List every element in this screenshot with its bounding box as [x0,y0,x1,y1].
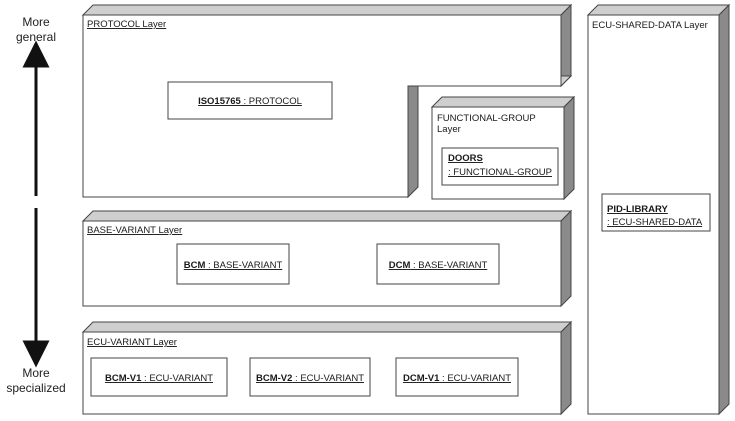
dcm-v1-instance: DCM-V1 : ECU-VARIANT [395,357,519,397]
doors-instance: DOORS : FUNCTIONAL-GROUP [441,147,559,186]
bcm-name: BCM [184,260,206,271]
bcm-v1-name: BCM-V1 [105,373,142,384]
dcm-type: : BASE-VARIANT [410,260,487,271]
svg-text:ISO15765 : PROTOCOL: ISO15765 : PROTOCOL [198,96,302,107]
bcm-v2-instance: BCM-V2 : ECU-VARIANT [249,357,371,397]
bcm-type: : BASE-VARIANT [205,260,282,271]
svg-text:DCM-V1 : ECU-VARIANT: DCM-V1 : ECU-VARIANT [403,373,511,384]
iso15765-type: : PROTOCOL [241,96,302,107]
ecu-shared-data-layer-label: ECU-SHARED-DATA Layer [592,20,708,31]
iso15765-instance: ISO15765 : PROTOCOL [167,81,333,120]
svg-text:BCM-V2 : ECU-VARIANT: BCM-V2 : ECU-VARIANT [256,373,364,384]
dcm-name: DCM [389,260,411,271]
axis-top-line1: More [22,15,50,29]
bcm-v2-name: BCM-V2 [256,373,292,384]
pid-library-type: : ECU-SHARED-DATA [607,217,703,228]
dcm-v1-name: DCM-V1 [403,373,440,384]
axis-top-line2: general [16,30,56,44]
bcm-instance: BCM : BASE-VARIANT [176,243,290,285]
generality-axis: More general More specialized [6,15,65,395]
doors-type: : FUNCTIONAL-GROUP [448,167,552,178]
svg-text:BCM-V1 : ECU-VARIANT: BCM-V1 : ECU-VARIANT [105,373,213,384]
dcm-v1-type: : ECU-VARIANT [439,373,511,384]
axis-bottom-line2: specialized [6,381,65,395]
pid-library-instance: PID-LIBRARY : ECU-SHARED-DATA [601,193,711,232]
bcm-v1-instance: BCM-V1 : ECU-VARIANT [90,357,228,397]
protocol-layer-label: PROTOCOL Layer [87,19,166,30]
svg-text:BCM : BASE-VARIANT: BCM : BASE-VARIANT [184,260,283,271]
functional-group-layer-label-line1: FUNCTIONAL-GROUP [437,113,536,124]
dcm-instance: DCM : BASE-VARIANT [376,243,500,285]
functional-group-layer-label-line2: Layer [437,124,461,135]
base-variant-layer-label: BASE-VARIANT Layer [87,225,182,236]
bcm-v1-type: : ECU-VARIANT [141,373,213,384]
bcm-v2-type: : ECU-VARIANT [292,373,364,384]
pid-library-name: PID-LIBRARY [607,204,669,215]
axis-bottom-line1: More [22,366,50,380]
svg-text:DCM : BASE-VARIANT: DCM : BASE-VARIANT [389,260,488,271]
iso15765-name: ISO15765 [198,96,241,107]
ecu-variant-layer-label: ECU-VARIANT Layer [87,337,177,348]
doors-name: DOORS [448,153,483,164]
